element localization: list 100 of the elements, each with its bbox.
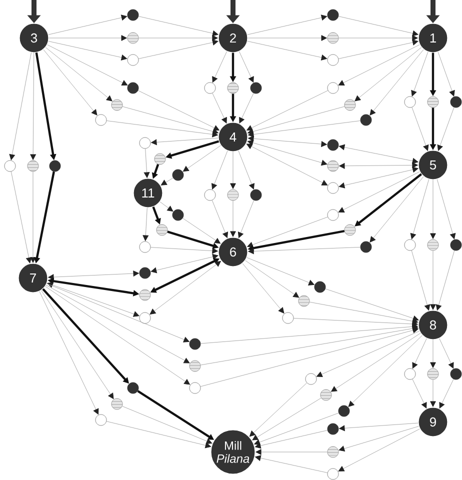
arrow (246, 90, 328, 131)
hollow-dot (327, 468, 339, 480)
arrow (200, 327, 418, 387)
filled-dot (250, 82, 262, 94)
arrow (142, 208, 149, 241)
arrow (437, 107, 454, 151)
filled-dot (250, 189, 262, 201)
arrow (255, 455, 328, 473)
striped-dot (139, 289, 151, 301)
arrow (48, 270, 139, 280)
arrow (238, 150, 254, 190)
hollow-dot (204, 82, 216, 94)
arrow (246, 144, 328, 186)
arrow (247, 40, 328, 60)
arrow (411, 52, 428, 96)
arrow (40, 290, 114, 399)
striped-dot (298, 295, 310, 307)
arrow (122, 106, 218, 134)
arrow (256, 449, 328, 455)
arrow (325, 288, 419, 322)
arrow (238, 200, 254, 238)
hollow-dot (327, 82, 339, 94)
striped-dot (427, 96, 439, 108)
arrow (138, 40, 218, 60)
hollow-dot (189, 382, 201, 394)
arrow (212, 200, 228, 238)
arrow (439, 378, 454, 408)
hollow-dot (204, 189, 216, 201)
arrow (248, 35, 327, 41)
arrow (248, 106, 345, 134)
arrow (430, 340, 436, 368)
arrow (46, 284, 190, 364)
arrow (430, 250, 436, 310)
arrow (138, 90, 220, 131)
arrow (45, 47, 112, 102)
filled-dot (139, 267, 151, 279)
arrow (436, 178, 456, 240)
arrow (338, 16, 418, 36)
arrow (294, 318, 418, 327)
arrow (338, 44, 420, 86)
filled-dot (450, 239, 462, 251)
striped-dot (156, 224, 168, 236)
striped-dot (189, 360, 201, 372)
arrow (339, 162, 418, 169)
arrow (338, 40, 418, 60)
striped-dot (154, 153, 166, 165)
arrow (338, 35, 418, 41)
arrow (339, 422, 418, 432)
hollow-dot (139, 241, 151, 253)
hollow-dot (404, 239, 416, 251)
striped-dot (427, 368, 439, 380)
arrow (30, 172, 36, 263)
filled-dot (360, 241, 372, 253)
filled-dot (49, 160, 61, 172)
filled-dot (360, 114, 372, 126)
hollow-dot (404, 96, 416, 108)
arrow (182, 145, 222, 172)
filled-dot (172, 209, 184, 221)
arrow (138, 35, 218, 41)
arrow (238, 51, 254, 83)
arrow (230, 152, 236, 189)
arrow (370, 49, 424, 116)
arrow (248, 136, 327, 147)
hollow-dot (95, 414, 107, 426)
arrow (316, 330, 420, 378)
arrow (138, 16, 218, 36)
arrow (182, 218, 220, 244)
hollow-dot (282, 312, 294, 324)
filled-dot (327, 9, 339, 21)
arrow (106, 421, 212, 448)
filled-dot (127, 382, 139, 394)
striped-dot (27, 160, 39, 172)
arrow (410, 178, 430, 240)
hollow-dot (404, 368, 416, 380)
arrow (411, 250, 430, 310)
filled-dot (127, 82, 139, 94)
arrow (122, 406, 212, 444)
arrow (212, 92, 227, 124)
arrow (239, 92, 254, 124)
striped-dot (344, 224, 356, 236)
arrow (309, 302, 418, 324)
striped-dot (344, 99, 356, 111)
filled-dot (450, 96, 462, 108)
filled-dot (327, 423, 339, 435)
arrow (338, 144, 418, 164)
arrow (160, 178, 174, 186)
arrow (48, 40, 128, 60)
arrow (160, 202, 174, 212)
arrow (46, 44, 128, 86)
arrow (246, 257, 314, 286)
arrow (338, 428, 420, 472)
arrow (48, 35, 127, 41)
filled-dot (450, 368, 462, 380)
arrow (242, 263, 284, 314)
arrow (150, 254, 218, 274)
arrow (248, 120, 361, 138)
arrow (252, 398, 322, 440)
arrow (247, 216, 328, 248)
arrow (338, 426, 420, 452)
arrow (370, 176, 424, 242)
